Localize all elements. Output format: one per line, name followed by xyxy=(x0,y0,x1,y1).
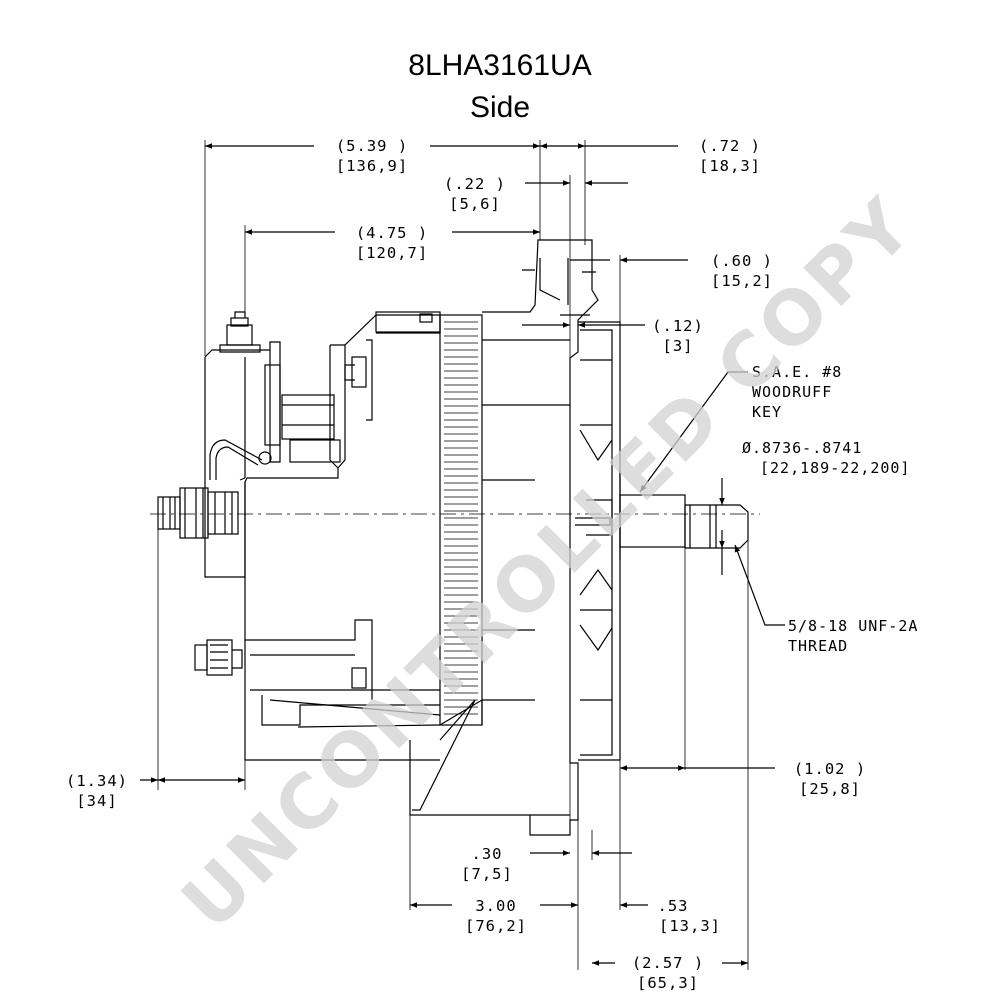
dim-shaft-length-mm: [65,3] xyxy=(637,974,699,992)
watermark-uncontrolled-copy: UNCONTROLLED COPY xyxy=(166,181,932,947)
callout-shaft-line2: [22,189-22,200] xyxy=(760,459,910,477)
dim-mount-length-mm: [76,2] xyxy=(465,917,527,935)
callout-woodruff-key: S.A.E. #8 WOODRUFF KEY xyxy=(752,363,842,421)
view-name-title: Side xyxy=(470,91,530,124)
dim-flange-to-fan-inch: (.72 ) xyxy=(699,137,761,155)
dim-flange-thickness-mm: [5,6] xyxy=(449,195,501,213)
callout-key-line3: KEY xyxy=(752,403,782,421)
dim-mount-length-inch: 3.00 xyxy=(475,897,516,915)
part-number-title: 8LHA3161UA xyxy=(408,49,591,82)
dim-shaft-extension-inch: (1.02 ) xyxy=(794,760,866,778)
callout-thread-line2: THREAD xyxy=(788,637,848,655)
dim-shaft-extension-mm: [25,8] xyxy=(799,780,861,798)
dim-overall-length-mm: [136,9] xyxy=(336,157,408,175)
dim-fan-offset-mm: [13,3] xyxy=(659,917,721,935)
dim-gap-inch: (.12) xyxy=(652,317,704,335)
dim-stud-offset-inch: (1.34) xyxy=(66,772,128,790)
callout-shaft-line1: Ø.8736-.8741 xyxy=(742,439,862,457)
dim-fan-width-mm: [15,2] xyxy=(711,272,773,290)
callout-key-line1: S.A.E. #8 xyxy=(752,363,842,381)
dim-overall-length-inch: (5.39 ) xyxy=(336,137,408,155)
callout-shaft-diameter: Ø.8736-.8741 [22,189-22,200] xyxy=(742,439,910,477)
alternator-outline xyxy=(194,311,441,761)
callout-thread-line1: 5/8-18 UNF-2A xyxy=(788,617,918,635)
dim-stud-offset-mm: [34] xyxy=(76,792,117,810)
dim-flange-to-fan-mm: [18,3] xyxy=(699,157,761,175)
shaft-threaded-end xyxy=(684,504,749,549)
dim-fan-offset-inch: .53 xyxy=(658,897,689,915)
dim-hub-offset-inch: .30 xyxy=(472,845,503,863)
dim-body-length-mm: [120,7] xyxy=(356,244,428,262)
dim-body-length-inch: (4.75 ) xyxy=(356,224,428,242)
callout-key-line2: WOODRUFF xyxy=(752,383,832,401)
callout-thread: 5/8-18 UNF-2A THREAD xyxy=(788,617,918,655)
dim-hub-offset-mm: [7,5] xyxy=(461,865,513,883)
dim-gap-mm: [3] xyxy=(663,337,694,355)
dim-fan-width-inch: (.60 ) xyxy=(711,252,773,270)
dimension-labels: (5.39 ) [136,9] (.72 ) [18,3] (.22 ) [5,… xyxy=(66,137,866,992)
dim-shaft-length-inch: (2.57 ) xyxy=(632,954,704,972)
dim-flange-thickness-inch: (.22 ) xyxy=(444,175,506,193)
output-terminal-stud xyxy=(157,487,239,539)
dimension-lines xyxy=(140,140,785,970)
